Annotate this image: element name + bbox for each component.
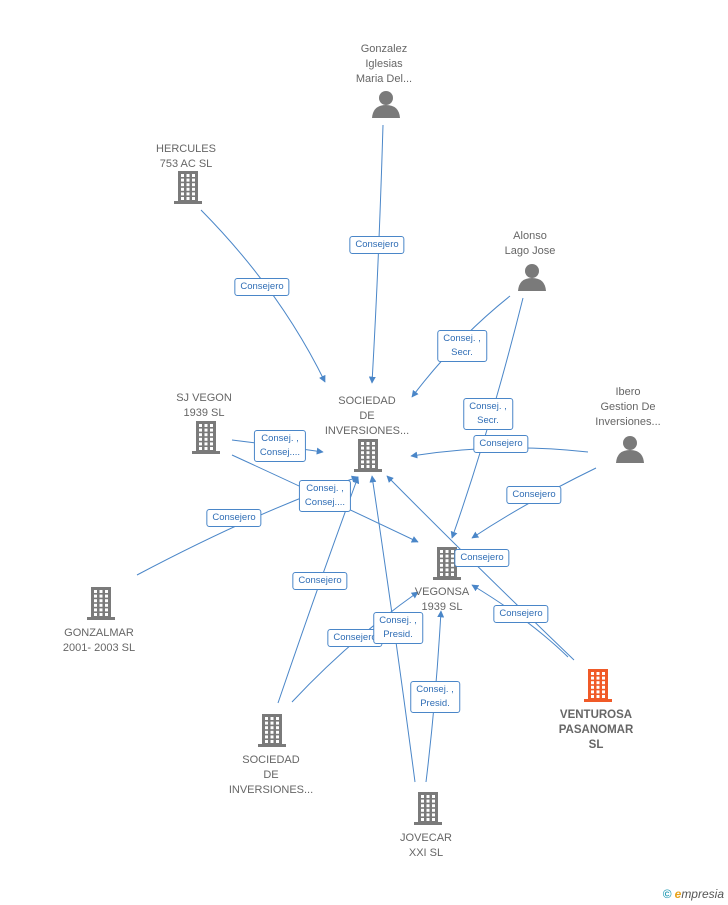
edge-label-sociedad2-to-vegonsa[interactable]: Consejero [454, 549, 510, 567]
edge-label-alonso-to-vegonsa[interactable]: Consej. , Secr. [463, 398, 513, 430]
building-icon-venturosa[interactable] [584, 669, 612, 702]
edge-label-sjvegon-to-vegonsa[interactable]: Consej. , Consej.... [298, 480, 352, 512]
building-icon-sociedad1[interactable] [354, 439, 382, 472]
edge-hercules-to-sociedad1 [200, 209, 326, 383]
node-label-alonso[interactable]: Alonso Lago Jose [504, 230, 556, 257]
node-label-venturosa[interactable]: VENTUROSA PASANOMAR SL [558, 709, 634, 751]
edge-label-jovecar-to-sociedad1[interactable]: Consej. , Presid. [373, 612, 423, 644]
edge-label-alonso-to-sociedad1[interactable]: Consej. , Secr. [437, 330, 487, 362]
edge-label-hercules-to-sociedad1[interactable]: Consejero [234, 278, 290, 296]
brand-name: mpresia [681, 887, 724, 901]
edge-label-gonzalez-to-sociedad1[interactable]: Consejero [349, 236, 405, 254]
node-label-vegonsa[interactable]: VEGONSA 1939 SL [414, 586, 470, 613]
node-label-hercules[interactable]: HERCULES 753 AC SL [156, 143, 216, 170]
node-label-jovecar[interactable]: JOVECAR XXI SL [400, 832, 452, 859]
building-icon-sjvegon[interactable] [192, 421, 220, 454]
node-label-gonzalmar[interactable]: GONZALMAR 2001- 2003 SL [62, 627, 136, 654]
node-label-sociedad1[interactable]: SOCIEDAD DE INVERSIONES... [324, 395, 410, 437]
edge-label-venturosa-to-sociedad1[interactable]: Consejero [493, 605, 549, 623]
building-icon-sociedad2[interactable] [258, 714, 286, 747]
building-icon-gonzalmar[interactable] [87, 587, 115, 620]
node-label-ibero[interactable]: Ibero Gestion De Inversiones... [595, 386, 661, 428]
edge-label-sjvegon-to-sociedad1[interactable]: Consej. , Consej.... [253, 430, 307, 462]
brand-initial: e [674, 887, 682, 901]
edge-label-gonzalmar-to-sociedad1[interactable]: Consejero [206, 509, 262, 527]
empresia-brand: ©empresia [663, 887, 724, 901]
edge-label-jovecar-to-vegonsa[interactable]: Consej. , Presid. [410, 681, 460, 713]
edge-gonzalez-to-sociedad1 [368, 124, 384, 384]
node-label-sociedad2[interactable]: SOCIEDAD DE INVERSIONES... [228, 754, 314, 796]
person-icon-alonso[interactable] [518, 264, 546, 291]
building-icon-vegonsa[interactable] [433, 547, 461, 580]
edge-label-ibero-to-vegonsa[interactable]: Consejero [506, 486, 562, 504]
person-icon-gonzalez[interactable] [372, 91, 400, 118]
copyright-icon: © [662, 887, 672, 901]
edge-label-ibero-to-sociedad1[interactable]: Consejero [473, 435, 529, 453]
node-label-sjvegon[interactable]: SJ VEGON 1939 SL [176, 392, 232, 419]
building-icon-jovecar[interactable] [414, 792, 442, 825]
person-icon-ibero[interactable] [616, 436, 644, 463]
edge-label-sociedad2-to-sociedad1[interactable]: Consejero [292, 572, 348, 590]
node-label-gonzalez[interactable]: Gonzalez Iglesias Maria Del... [355, 43, 413, 85]
building-icon-hercules[interactable] [174, 171, 202, 204]
